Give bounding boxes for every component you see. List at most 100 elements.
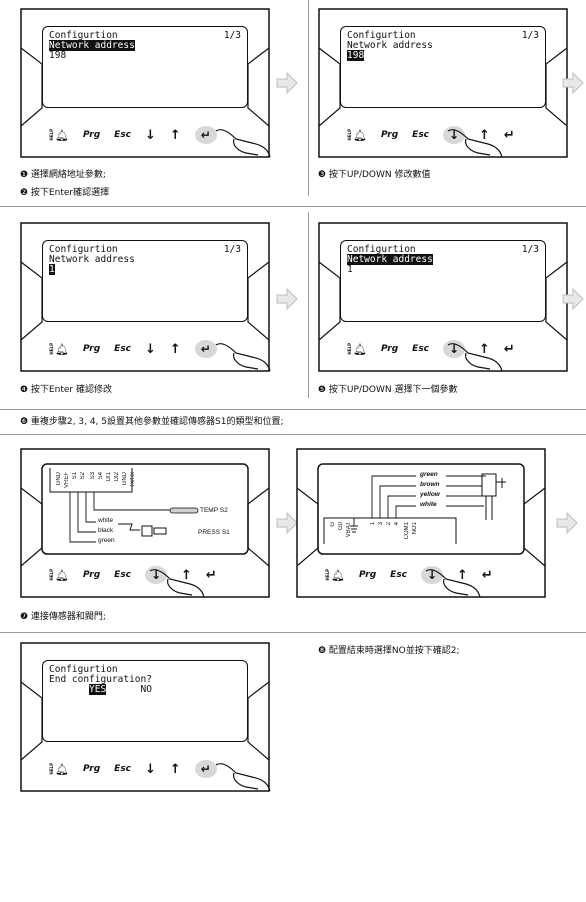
down-button[interactable]: ↓ bbox=[145, 761, 156, 777]
prg-button[interactable]: Prg bbox=[380, 344, 399, 354]
next-arrow-icon bbox=[562, 288, 584, 310]
param-value: 1 bbox=[49, 264, 55, 275]
yes-option[interactable]: YES bbox=[89, 684, 107, 695]
esc-button[interactable]: Esc bbox=[114, 344, 132, 354]
prg-button[interactable]: Prg bbox=[358, 570, 377, 580]
no-option[interactable]: NO bbox=[140, 684, 152, 695]
screen-title: Configurtion bbox=[49, 30, 118, 41]
screen-title: Configurtion bbox=[49, 244, 118, 255]
next-arrow-icon bbox=[562, 72, 584, 94]
button-bar: HELP🔔︎ Prg Esc ↓ ↑ ↵ bbox=[49, 760, 217, 778]
up-button[interactable]: ↑ bbox=[181, 567, 192, 583]
caption-step5: ❺ 按下UP/DOWN 選擇下一個參數 bbox=[318, 385, 458, 395]
esc-button[interactable]: Esc bbox=[114, 570, 132, 580]
terminal-g0: G0 bbox=[338, 522, 344, 531]
wire-green: green bbox=[98, 537, 115, 544]
divider-h2 bbox=[0, 409, 586, 410]
enter-button[interactable]: ↵ bbox=[194, 760, 217, 778]
end-config-question: End configuration? bbox=[49, 674, 152, 685]
caption-step3: ❸ 按下UP/DOWN 修改數值 bbox=[318, 170, 431, 180]
press-probe-label: PRESS S1 bbox=[198, 529, 230, 536]
terminal-4: 4 bbox=[394, 522, 400, 526]
button-bar: HELP🔔︎ Prg Esc ↓ ↑ ↵ bbox=[49, 126, 217, 144]
help-button[interactable]: HELP🔔︎ bbox=[49, 128, 69, 142]
screen-title: Configurtion bbox=[49, 664, 118, 675]
hand-pointer-icon bbox=[447, 129, 503, 158]
terminal-di1: DI1 bbox=[106, 472, 112, 482]
enter-button[interactable]: ↵ bbox=[503, 341, 515, 357]
wire-brown: brown bbox=[420, 481, 440, 488]
caption-step4: ❹ 按下Enter 確認修改 bbox=[20, 385, 112, 395]
help-button[interactable]: HELP🔔︎ bbox=[347, 128, 367, 142]
param-name: Network address bbox=[347, 40, 433, 51]
up-button[interactable]: ↑ bbox=[169, 127, 181, 143]
screen-title: Configurtion bbox=[347, 244, 416, 255]
up-button[interactable]: ↑ bbox=[169, 341, 181, 357]
down-button[interactable]: ↓ bbox=[145, 127, 156, 143]
help-button[interactable]: HELP🔔︎ bbox=[49, 762, 69, 776]
esc-button[interactable]: Esc bbox=[412, 344, 430, 354]
esc-button[interactable]: Esc bbox=[412, 130, 430, 140]
terminal-no1: NO1 bbox=[412, 522, 418, 535]
screen-title: Configurtion bbox=[347, 30, 416, 41]
esc-button[interactable]: Esc bbox=[114, 764, 132, 774]
terminal-di2: DI2 bbox=[114, 472, 120, 482]
down-button[interactable]: ↓ bbox=[145, 341, 156, 357]
hand-pointer-icon bbox=[149, 569, 205, 598]
help-button[interactable]: HELP🔔︎ bbox=[49, 568, 69, 582]
up-button[interactable]: ↑ bbox=[457, 567, 468, 583]
wire-yellow: yellow bbox=[420, 491, 440, 498]
help-button[interactable]: HELP🔔︎ bbox=[325, 568, 345, 582]
param-value: 198 bbox=[347, 50, 365, 61]
prg-button[interactable]: Prg bbox=[82, 344, 101, 354]
param-name: Network address bbox=[49, 254, 135, 265]
prg-button[interactable]: Prg bbox=[82, 130, 101, 140]
enter-button[interactable]: ↵ bbox=[481, 567, 493, 583]
esc-button[interactable]: Esc bbox=[114, 130, 132, 140]
help-button[interactable]: HELP🔔︎ bbox=[347, 342, 367, 356]
bell-icon: 🔔︎ bbox=[353, 128, 367, 142]
panel-wiring-probes: GND VREF S1 S2 S3 S4 DI1 DI2 GND Tx/Rx T… bbox=[20, 448, 270, 598]
hand-pointer-icon bbox=[215, 129, 271, 158]
up-button[interactable]: ↑ bbox=[169, 761, 181, 777]
divider-h3 bbox=[0, 434, 586, 435]
bell-icon: 🔔︎ bbox=[55, 762, 69, 776]
lcd-screen: Configurtion End configuration? YES NO bbox=[42, 660, 248, 742]
terminal-gnd2: GND bbox=[122, 472, 128, 486]
terminal-com1: COM1 bbox=[404, 522, 410, 540]
page-indicator: 1/3 bbox=[223, 30, 241, 41]
terminal-s2: S2 bbox=[80, 472, 86, 480]
prg-button[interactable]: Prg bbox=[82, 764, 101, 774]
enter-button[interactable]: ↵ bbox=[503, 127, 515, 143]
prg-button[interactable]: Prg bbox=[380, 130, 399, 140]
bell-icon: 🔔︎ bbox=[55, 342, 69, 356]
terminal-s3: S3 bbox=[90, 472, 96, 480]
button-bar: HELP🔔︎ Prg Esc ↓ ↑ ↵ bbox=[347, 340, 529, 358]
hand-pointer-icon bbox=[215, 763, 271, 792]
panel-wiring-valve: green brown yellow white G G0 VBAT 1 3 2… bbox=[296, 448, 546, 598]
up-button[interactable]: ↑ bbox=[479, 341, 490, 357]
terminal-vbat: VBAT bbox=[346, 522, 352, 538]
divider-v1 bbox=[308, 0, 309, 196]
param-value: 198 bbox=[49, 50, 67, 61]
divider-h1 bbox=[0, 206, 586, 207]
help-button[interactable]: HELP🔔︎ bbox=[49, 342, 69, 356]
page-indicator: 1/3 bbox=[521, 244, 539, 255]
next-arrow-icon bbox=[276, 288, 298, 310]
enter-button[interactable]: ↵ bbox=[205, 567, 217, 583]
hand-pointer-icon bbox=[447, 343, 503, 372]
esc-button[interactable]: Esc bbox=[390, 570, 408, 580]
prg-button[interactable]: Prg bbox=[82, 570, 101, 580]
enter-button[interactable]: ↵ bbox=[194, 340, 217, 358]
terminal-vref: VREF bbox=[64, 472, 70, 489]
bell-icon: 🔔︎ bbox=[353, 342, 367, 356]
next-arrow-icon bbox=[276, 512, 298, 534]
up-button[interactable]: ↑ bbox=[479, 127, 490, 143]
device-frame bbox=[296, 448, 546, 598]
enter-button[interactable]: ↵ bbox=[194, 126, 217, 144]
temp-probe-label: TEMP S2 bbox=[200, 507, 228, 514]
